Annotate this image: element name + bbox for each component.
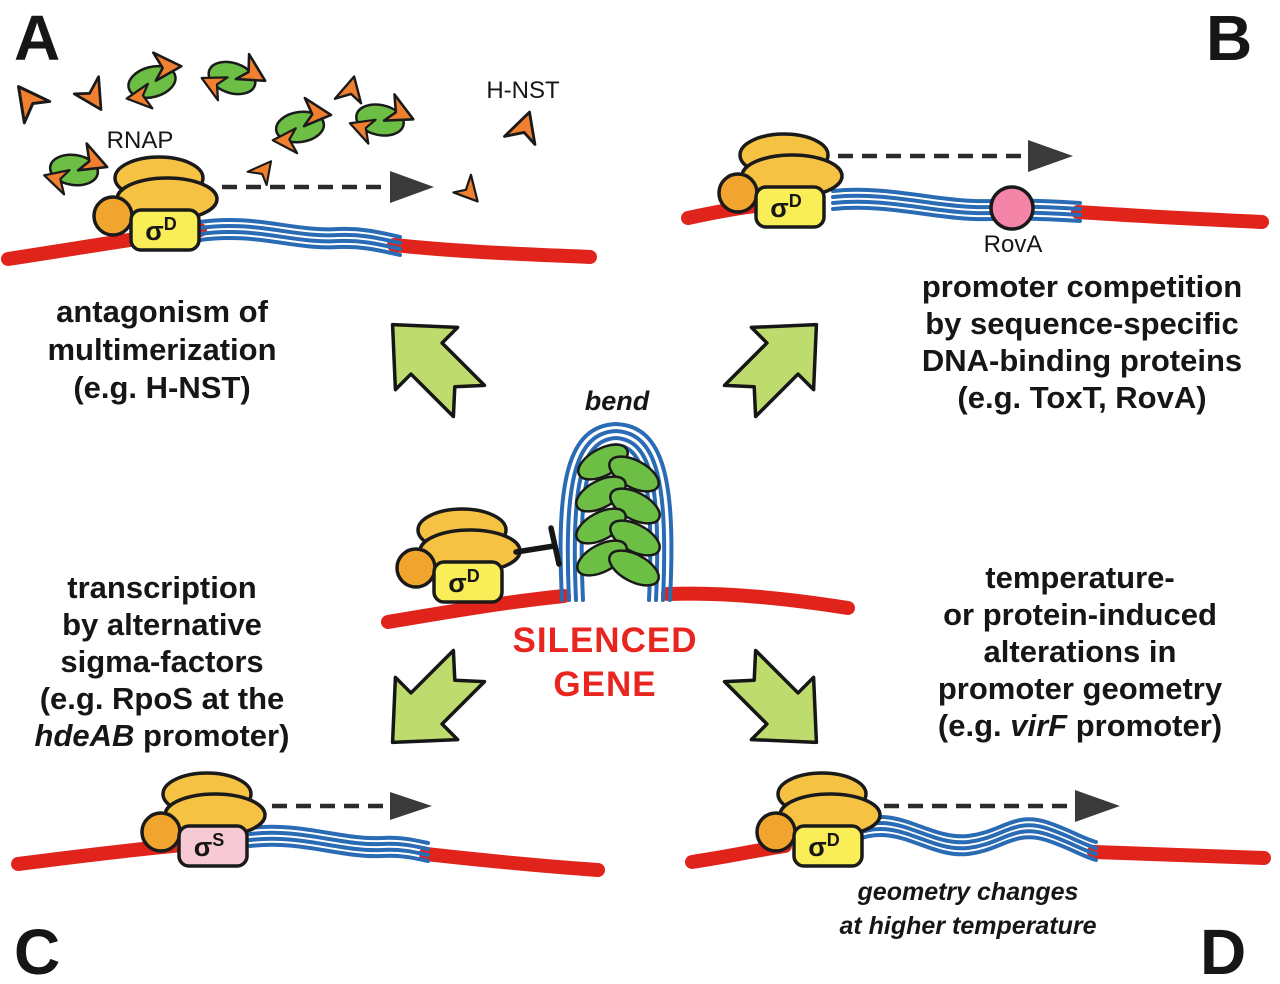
rnap-complex: σS bbox=[140, 771, 267, 868]
dna-strand bbox=[381, 589, 571, 629]
sigma-d-label: σD bbox=[808, 830, 839, 862]
hnst-monomer-icon bbox=[503, 105, 547, 149]
hns-hnst-complex-icon bbox=[266, 94, 340, 156]
panel-a-label: A bbox=[14, 2, 60, 74]
panel-c-caption: (e.g. RpoS at the bbox=[40, 681, 285, 716]
rnap-complex: σD bbox=[755, 771, 882, 868]
transcription-arrow bbox=[272, 792, 432, 820]
geometry-note: geometry changes bbox=[857, 878, 1079, 906]
rnap-complex: σD bbox=[395, 507, 522, 604]
panel-a: A H-NST RNAP σD bbox=[1, 2, 597, 405]
panel-d-caption: or protein-induced bbox=[943, 597, 1217, 632]
rnap-complex: σD bbox=[92, 155, 219, 252]
panel-d-caption: temperature- bbox=[985, 560, 1175, 595]
sigma-s-label: σS bbox=[194, 830, 225, 862]
transcription-arrow bbox=[222, 171, 434, 203]
panel-c-caption: transcription bbox=[67, 570, 256, 605]
dna-strand bbox=[1087, 845, 1271, 865]
sigma-d-label: σD bbox=[770, 191, 801, 223]
sigma-d-label: σD bbox=[145, 214, 176, 246]
arrow-to-panel-c bbox=[359, 633, 502, 776]
silenced-gene-label: SILENCED bbox=[513, 621, 698, 660]
sigma-d-box bbox=[792, 824, 864, 868]
panel-d: temperature- or protein-induced alterati… bbox=[685, 560, 1271, 984]
rnap-label: RNAP bbox=[107, 127, 174, 154]
panel-a-caption: antagonism of bbox=[56, 294, 269, 329]
panel-b-caption: DNA-binding proteins bbox=[922, 343, 1242, 378]
hns-hnst-complex-icon bbox=[195, 42, 275, 114]
panel-c-label: C bbox=[14, 916, 60, 984]
open-promoter-dna bbox=[854, 814, 1098, 862]
hnst-monomer-icon bbox=[3, 75, 53, 125]
open-promoter-dna bbox=[831, 187, 1082, 223]
panel-d-caption: (e.g. virF promoter) bbox=[938, 708, 1222, 743]
panel-c-caption: by alternative bbox=[62, 607, 262, 642]
rnap-complex: σD bbox=[717, 132, 844, 229]
panel-b-caption: (e.g. ToxT, RovA) bbox=[957, 380, 1206, 415]
panel-a-caption: multimerization bbox=[47, 332, 276, 367]
dna-strand bbox=[11, 836, 212, 871]
panel-b-label: B bbox=[1206, 2, 1252, 74]
transcription-arrow bbox=[884, 790, 1120, 822]
panel-a-caption: (e.g. H-NST) bbox=[73, 370, 250, 405]
hnst-label: H-NST bbox=[486, 77, 560, 104]
sigma-s-box bbox=[177, 824, 249, 868]
center-silenced-gene: bend σD SILENCED G bbox=[359, 291, 855, 776]
inhibition-tbar bbox=[513, 525, 562, 567]
open-promoter-dna bbox=[198, 217, 402, 257]
silenced-gene-label: GENE bbox=[553, 665, 656, 704]
panel-c: transcription by alternative sigma-facto… bbox=[11, 570, 605, 984]
arrow-to-panel-b bbox=[707, 291, 850, 434]
hnst-monomer-icon bbox=[71, 75, 115, 119]
sigma-d-box bbox=[754, 185, 826, 229]
sigma-d-label: σD bbox=[448, 566, 479, 598]
panel-c-caption: hdeAB promoter) bbox=[35, 718, 290, 753]
geometry-note: at higher temperature bbox=[839, 912, 1096, 940]
rova-label: RovA bbox=[984, 231, 1043, 258]
bend-label: bend bbox=[585, 386, 650, 416]
hnst-monomer-icon bbox=[246, 153, 282, 188]
dna-strand bbox=[419, 847, 605, 877]
arrow-to-panel-a bbox=[359, 291, 502, 434]
panel-d-label: D bbox=[1200, 916, 1246, 984]
panel-c-caption: sigma-factors bbox=[60, 644, 263, 679]
transcription-arrow bbox=[838, 140, 1073, 172]
hns-hnst-complex-icon bbox=[115, 46, 193, 115]
panel-d-caption: alterations in bbox=[984, 634, 1177, 669]
panel-d-caption: promoter geometry bbox=[938, 671, 1223, 706]
sigma-d-box bbox=[129, 208, 201, 252]
hnst-molecule-cluster bbox=[3, 42, 547, 211]
hns-hnst-complex-icon bbox=[40, 138, 114, 200]
sigma-d-box bbox=[432, 560, 504, 604]
panel-b-caption: by sequence-specific bbox=[925, 306, 1239, 341]
dna-strand bbox=[1071, 205, 1269, 229]
panel-b-caption: promoter competition bbox=[922, 269, 1242, 304]
dna-strand bbox=[387, 238, 597, 264]
rova-protein-icon bbox=[989, 185, 1035, 231]
open-promoter-dna bbox=[248, 824, 430, 863]
hnst-monomer-icon bbox=[333, 72, 369, 107]
dna-strand bbox=[661, 586, 855, 615]
hns-filament bbox=[575, 443, 661, 587]
hnst-monomer-icon bbox=[450, 173, 488, 211]
arrow-to-panel-d bbox=[707, 633, 850, 776]
panel-b: B RovA σD promoter competition by sequen… bbox=[681, 2, 1269, 415]
